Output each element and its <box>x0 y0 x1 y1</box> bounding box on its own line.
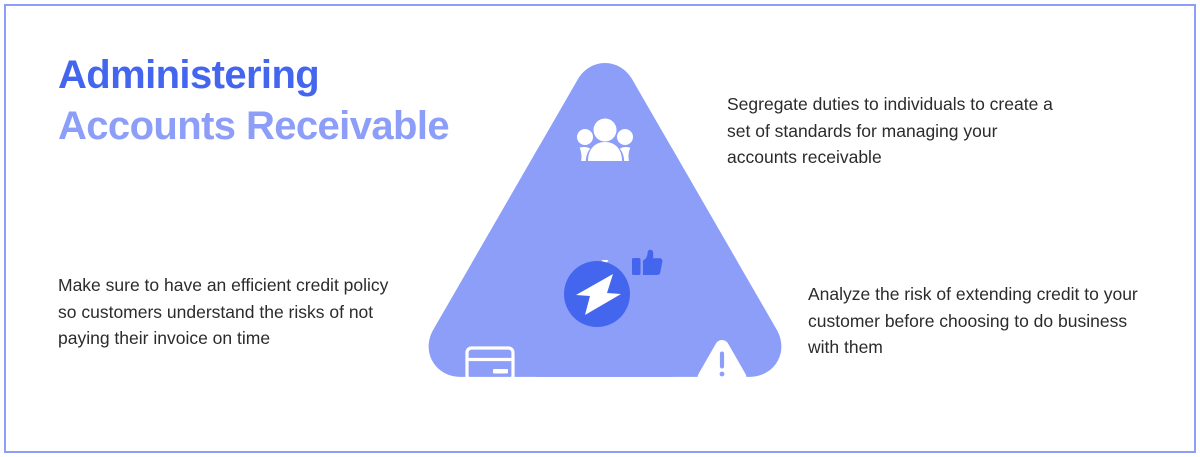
title-line-2: Accounts Receivable <box>58 104 450 148</box>
page-title: Administering Accounts Receivable <box>58 50 528 152</box>
callout-text-left: Make sure to have an efficient credit po… <box>58 275 389 348</box>
callout-text-top-right: Segregate duties to individuals to creat… <box>727 94 1053 167</box>
triad-diagram <box>400 50 810 420</box>
lightning-bolt-glyph <box>576 274 621 315</box>
center-logo <box>564 249 663 327</box>
thumbs-up-icon <box>632 249 663 275</box>
title-line-1: Administering <box>58 53 320 97</box>
callout-text-right: Analyze the risk of extending credit to … <box>808 284 1138 357</box>
